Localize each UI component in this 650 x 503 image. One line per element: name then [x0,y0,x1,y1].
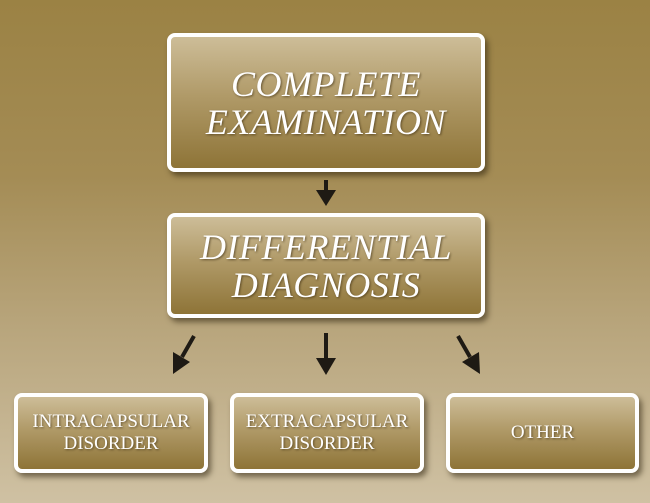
node-label-line: DISORDER [279,433,375,454]
node-other: OTHER [446,393,639,473]
node-complete-examination: COMPLETE EXAMINATION [167,33,485,172]
node-label-line: DIFFERENTIAL [200,226,452,267]
node-label-line: OTHER [510,422,575,443]
arrow-diagnosis-to-other [456,335,472,358]
node-label-line: EXAMINATION [205,101,447,142]
node-label-line: INTRACAPSULAR [32,411,190,432]
node-label-line: DIAGNOSIS [231,264,421,305]
arrow-diagnosis-to-intracapsular-head [173,352,190,374]
arrow-diagnosis-to-other-head [462,352,480,374]
arrow-diagnosis-to-intracapsular [180,335,196,358]
node-label-line: DISORDER [63,433,159,454]
node-differential-diagnosis: DIFFERENTIAL DIAGNOSIS [167,213,485,318]
node-label-line: EXTRACAPSULAR [245,411,409,432]
node-label-line: COMPLETE [230,63,421,104]
arrow-diagnosis-to-extracapsular-head [316,358,336,375]
node-extracapsular-disorder: EXTRACAPSULAR DISORDER [230,393,424,473]
arrow-exam-to-diagnosis-head [316,190,336,206]
node-intracapsular-disorder: INTRACAPSULAR DISORDER [14,393,208,473]
